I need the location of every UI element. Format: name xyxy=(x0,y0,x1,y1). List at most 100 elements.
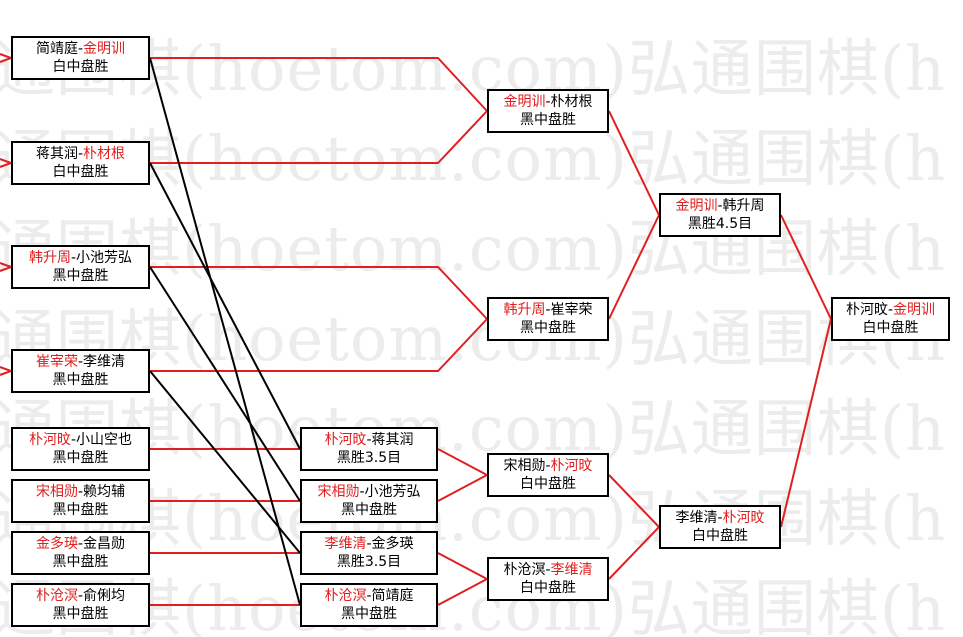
player-name: 宋相勋 xyxy=(35,484,78,500)
separator: - xyxy=(366,432,372,448)
separator: - xyxy=(887,302,894,318)
player-name: 朴河旼 xyxy=(722,510,765,526)
match-result: 黑中盘胜 xyxy=(52,606,109,622)
match-result: 黑中盘胜 xyxy=(52,502,109,518)
match-box: 简靖庭-金明训白中盘胜 xyxy=(11,36,150,80)
match-result: 黑胜3.5目 xyxy=(336,450,402,466)
player-name: 朴沧溟 xyxy=(324,588,367,604)
match-result: 黑中盘胜 xyxy=(520,320,576,336)
player-name: 金明训 xyxy=(893,302,936,318)
match-players: 金明训-朴材根 xyxy=(489,93,607,111)
match-box: 金明训-朴材根黑中盘胜 xyxy=(487,89,609,133)
player-name: 蒋其润 xyxy=(371,432,414,448)
watermark-text: 弘通围棋(hoetom.com)弘通围棋(h xyxy=(0,32,947,105)
match-box: 宋相勋-朴河旼白中盘胜 xyxy=(487,453,609,497)
match-players: 朴沧溟-李维清 xyxy=(489,561,607,579)
match-players: 宋相勋-赖均辅 xyxy=(13,483,148,501)
separator: - xyxy=(70,432,77,448)
match-result: 黑中盘胜 xyxy=(52,268,109,284)
player-name: 朴河旼 xyxy=(324,432,367,448)
match-box: 李维清-朴河旼白中盘胜 xyxy=(659,505,781,549)
match-result: 黑胜3.5目 xyxy=(336,554,402,570)
watermark-text: 弘通围棋(hoetom.com)弘通围棋(h xyxy=(0,302,947,375)
player-name: 小山空也 xyxy=(76,432,133,448)
match-box: 金多瑛-金昌勋黑中盘胜 xyxy=(11,531,150,575)
player-name: 蒋其润 xyxy=(35,146,78,162)
match-box: 朴沧溟-俞俐均黑中盘胜 xyxy=(11,583,150,627)
player-name: 韩升周 xyxy=(28,250,71,266)
entry-arrow xyxy=(0,158,14,168)
player-name: 朴材根 xyxy=(83,146,126,162)
match-players: 朴河旼-蒋其润 xyxy=(302,431,436,449)
win-line xyxy=(150,110,488,164)
match-box: 崔宰荣-李维清黑中盘胜 xyxy=(11,349,150,393)
match-players: 蒋其润-朴材根 xyxy=(13,145,148,163)
win-line xyxy=(780,318,832,528)
player-name: 韩升周 xyxy=(503,302,546,318)
match-players: 朴沧溟-俞俐均 xyxy=(13,587,148,605)
win-line xyxy=(608,214,660,320)
match-result: 白中盘胜 xyxy=(52,164,109,180)
match-result: 黑胜4.5目 xyxy=(687,216,753,232)
match-players: 朴河旼-金明训 xyxy=(833,301,948,319)
entry-arrow xyxy=(0,262,14,272)
entry-arrow xyxy=(0,53,14,63)
win-line xyxy=(437,578,488,606)
player-name: 金昌勋 xyxy=(83,536,126,552)
match-box: 李维清-金多瑛黑胜3.5目 xyxy=(300,531,438,575)
player-name: 朴河旼 xyxy=(28,432,71,448)
separator: - xyxy=(717,198,723,214)
player-name: 朴河旼 xyxy=(550,458,593,474)
player-name: 金明训 xyxy=(503,94,546,110)
separator: - xyxy=(70,250,77,266)
separator: - xyxy=(77,146,84,162)
player-name: 朴沧溟 xyxy=(503,562,546,578)
separator: - xyxy=(717,510,723,526)
match-players: 朴沧溟-简靖庭 xyxy=(302,587,436,605)
match-players: 宋相勋-朴河旼 xyxy=(489,457,607,475)
win-line xyxy=(150,318,488,372)
match-box: 韩升周-崔宰荣黑中盘胜 xyxy=(487,297,609,341)
player-name: 李维清 xyxy=(83,354,126,370)
match-box: 朴河旼-金明训白中盘胜 xyxy=(831,297,950,341)
match-box: 朴河旼-蒋其润黑胜3.5目 xyxy=(300,427,438,471)
player-name: 朴沧溟 xyxy=(35,588,78,604)
match-result: 白中盘胜 xyxy=(52,59,109,75)
separator: - xyxy=(545,94,551,110)
match-result: 白中盘胜 xyxy=(520,580,576,596)
match-players: 金多瑛-金昌勋 xyxy=(13,535,148,553)
match-box: 蒋其润-朴材根白中盘胜 xyxy=(11,141,150,185)
win-line xyxy=(150,266,488,320)
player-name: 李维清 xyxy=(324,536,367,552)
player-name: 崔宰荣 xyxy=(35,354,78,370)
match-result: 黑中盘胜 xyxy=(520,112,576,128)
separator: - xyxy=(545,562,551,578)
cross-line xyxy=(149,370,301,554)
match-players: 崔宰荣-李维清 xyxy=(13,353,148,371)
match-players: 李维清-金多瑛 xyxy=(302,535,436,553)
separator: - xyxy=(366,536,372,552)
player-name: 小池芳弘 xyxy=(76,250,133,266)
win-line xyxy=(608,110,660,216)
match-players: 韩升周-小池芳弘 xyxy=(13,249,148,267)
separator: - xyxy=(77,41,84,57)
separator: - xyxy=(545,302,551,318)
player-name: 俞俐均 xyxy=(83,588,126,604)
match-players: 金明训-韩升周 xyxy=(661,197,779,215)
win-line xyxy=(437,448,488,476)
match-players: 韩升周-崔宰荣 xyxy=(489,301,607,319)
player-name: 金明训 xyxy=(675,198,718,214)
win-line xyxy=(150,57,488,112)
separator: - xyxy=(77,354,84,370)
match-result: 白中盘胜 xyxy=(862,320,919,336)
player-name: 简靖庭 xyxy=(35,41,78,57)
player-name: 韩升周 xyxy=(722,198,765,214)
win-line xyxy=(780,214,832,320)
player-name: 宋相勋 xyxy=(503,458,546,474)
cross-line xyxy=(149,266,301,502)
player-name: 简靖庭 xyxy=(371,588,414,604)
match-box: 金明训-韩升周黑胜4.5目 xyxy=(659,193,781,237)
player-name: 朴材根 xyxy=(550,94,593,110)
match-result: 白中盘胜 xyxy=(520,476,576,492)
